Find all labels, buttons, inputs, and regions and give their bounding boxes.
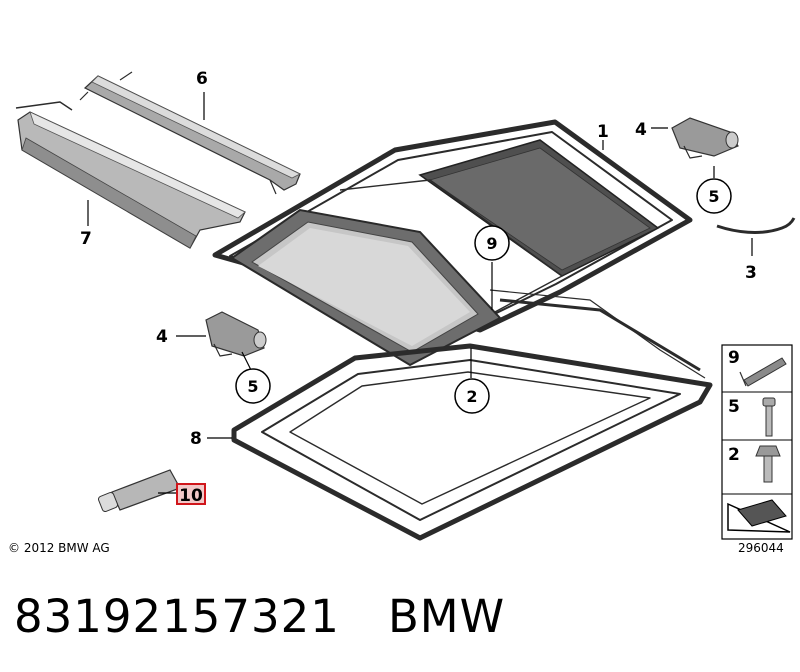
legend-screw-icon	[762, 397, 776, 437]
part-number: 83192157321	[14, 590, 340, 643]
callout-3: 3	[745, 263, 757, 283]
svg-text:5: 5	[247, 377, 258, 396]
legend-5: 5	[728, 397, 740, 417]
callout-1: 1	[597, 122, 609, 142]
brand-name: BMW	[387, 590, 506, 643]
legend-clip-icon	[739, 357, 787, 387]
svg-text:10: 10	[179, 486, 203, 506]
part-4-drive-motor-lower	[205, 311, 267, 357]
svg-text:9: 9	[486, 234, 497, 253]
legend-bolt-icon	[755, 445, 781, 483]
part-3-cable	[716, 217, 796, 234]
legend-2: 2	[728, 445, 740, 465]
callout-7: 7	[80, 229, 92, 249]
parts-diagram: 6 7 1 4 3 4 8 5 9 5 2 10 9 5	[15, 69, 796, 541]
hardware-legend: 9 5 2	[721, 344, 793, 540]
part-6-cross-bar	[79, 71, 301, 195]
callout-2: 2	[454, 378, 490, 414]
part-7-trim-panel	[15, 101, 246, 249]
callout-5-lower: 5	[235, 368, 271, 404]
legend-arrow-icon	[727, 499, 791, 533]
callout-6: 6	[196, 69, 208, 89]
part-caption: 83192157321 BMW	[14, 582, 505, 652]
callout-4-lower: 4	[156, 327, 168, 347]
callout-5-upper: 5	[696, 178, 732, 214]
callout-4-upper: 4	[635, 120, 647, 140]
svg-text:5: 5	[708, 187, 719, 206]
part-10-grease-tube	[97, 469, 181, 513]
legend-9: 9	[728, 348, 740, 368]
part-4-drive-motor-upper	[671, 117, 739, 159]
callout-10-highlighted: 10	[176, 483, 206, 506]
copyright-notice: © 2012 BMW AG	[8, 541, 110, 555]
svg-text:2: 2	[466, 387, 477, 406]
image-number: 296044	[738, 541, 784, 555]
part-2-glass-panel	[230, 208, 502, 367]
callout-9: 9	[474, 225, 510, 261]
part-8-lower-frame	[231, 289, 713, 541]
callout-8: 8	[190, 429, 202, 449]
